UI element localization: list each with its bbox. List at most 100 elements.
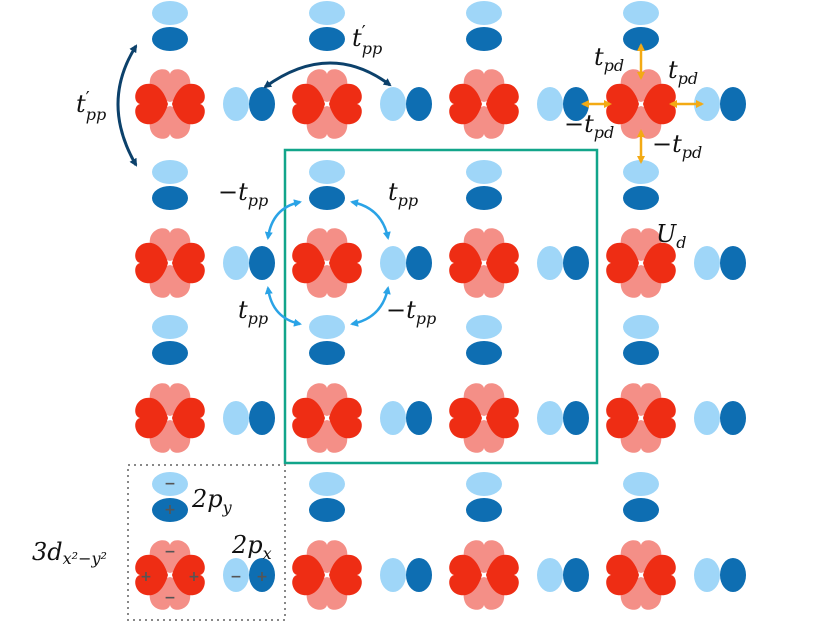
- p-lobe: [720, 246, 746, 280]
- p-lobe: [466, 160, 502, 184]
- p-lobe: [152, 160, 188, 184]
- px-orbital: [694, 87, 746, 121]
- py-orbital: [309, 1, 345, 51]
- orbital-sign: −: [164, 544, 176, 560]
- d-orbital: [135, 383, 205, 453]
- py-orbital: [309, 315, 345, 365]
- d-lobe: [135, 242, 168, 284]
- p-lobe: [623, 341, 659, 365]
- p-lobe: [623, 160, 659, 184]
- orbital-sign: −: [164, 476, 176, 492]
- orbital-sign: −: [164, 590, 176, 606]
- d-orbital: [606, 383, 676, 453]
- orbital-sign: +: [256, 569, 268, 585]
- p-lobe: [406, 558, 432, 592]
- p-lobe: [623, 27, 659, 51]
- p-lobe: [152, 498, 188, 522]
- d-orbital: [606, 228, 676, 298]
- d-lobe: [606, 397, 639, 439]
- p-lobe: [623, 472, 659, 496]
- d-orbital: [449, 540, 519, 610]
- px-orbital: [223, 246, 275, 280]
- p-lobe: [380, 558, 406, 592]
- p-lobe: [152, 1, 188, 25]
- p-lobe: [309, 27, 345, 51]
- px-orbital: [380, 401, 432, 435]
- p-lobe: [152, 472, 188, 496]
- d-orbital: [135, 69, 205, 139]
- py-orbital: [623, 315, 659, 365]
- px-orbital: [694, 246, 746, 280]
- d-lobe: [486, 397, 519, 439]
- p-lobe: [537, 246, 563, 280]
- p-lobe: [223, 558, 249, 592]
- p-lobe: [309, 160, 345, 184]
- d-lobe: [449, 242, 482, 284]
- p-lobe: [466, 341, 502, 365]
- orbitals-layer: [135, 1, 746, 610]
- px-orbital: [537, 246, 589, 280]
- p-lobe: [537, 558, 563, 592]
- neg-tpd-left-label: −tpd: [564, 110, 614, 142]
- p-lobe: [152, 341, 188, 365]
- p-lobe: [537, 87, 563, 121]
- orbital-sign: +: [140, 569, 152, 585]
- tpd-top-label: tpd: [594, 43, 624, 75]
- p-lobe: [152, 186, 188, 210]
- p-lobe: [152, 315, 188, 339]
- p-lobe: [223, 246, 249, 280]
- p-lobe: [309, 341, 345, 365]
- d-orbital: [449, 69, 519, 139]
- py-orbital: [152, 315, 188, 365]
- d-orbital: [292, 540, 362, 610]
- p-lobe: [249, 246, 275, 280]
- d-lobe: [486, 242, 519, 284]
- py-orbital: [152, 472, 188, 522]
- p-lobe: [223, 401, 249, 435]
- p-lobe: [309, 315, 345, 339]
- p-lobe: [406, 401, 432, 435]
- tpp-bl-arrow: [264, 286, 302, 327]
- p-lobe: [563, 558, 589, 592]
- d-lobe: [329, 83, 362, 125]
- px-orbital: [537, 558, 589, 592]
- px-orbital: [223, 558, 275, 592]
- d-orbital: [606, 540, 676, 610]
- p-lobe: [466, 315, 502, 339]
- p-lobe: [623, 315, 659, 339]
- d-orbital: [449, 228, 519, 298]
- p-lobe: [623, 1, 659, 25]
- d-lobe: [172, 242, 205, 284]
- p-lobe: [249, 401, 275, 435]
- px-orbital: [537, 87, 589, 121]
- d-lobe: [329, 242, 362, 284]
- px-orbital: [380, 87, 432, 121]
- p-lobe: [694, 558, 720, 592]
- d-lobe: [643, 83, 676, 125]
- d-lobe: [329, 397, 362, 439]
- d-lobe: [643, 554, 676, 596]
- py-orbital: [152, 160, 188, 210]
- p-lobe: [466, 186, 502, 210]
- p-lobe: [537, 401, 563, 435]
- d-lobe: [606, 242, 639, 284]
- p-lobe: [623, 186, 659, 210]
- p-lobe: [563, 246, 589, 280]
- hopping-arrows: [116, 43, 704, 327]
- neg-tpd-bottom-label: −tpd: [652, 130, 702, 162]
- d-lobe: [135, 397, 168, 439]
- legend-py-label: 2py: [191, 485, 233, 517]
- tpd-right-label: tpd: [668, 56, 698, 88]
- p-lobe: [694, 246, 720, 280]
- px-orbital: [694, 401, 746, 435]
- p-lobe: [466, 472, 502, 496]
- p-lobe: [406, 246, 432, 280]
- d-lobe: [486, 83, 519, 125]
- py-orbital: [466, 472, 502, 522]
- d-lobe: [172, 397, 205, 439]
- legend-d-label: 3dx²−y²: [32, 538, 107, 568]
- py-orbital: [623, 1, 659, 51]
- d-orbital: [292, 228, 362, 298]
- d-orbital: [606, 69, 676, 139]
